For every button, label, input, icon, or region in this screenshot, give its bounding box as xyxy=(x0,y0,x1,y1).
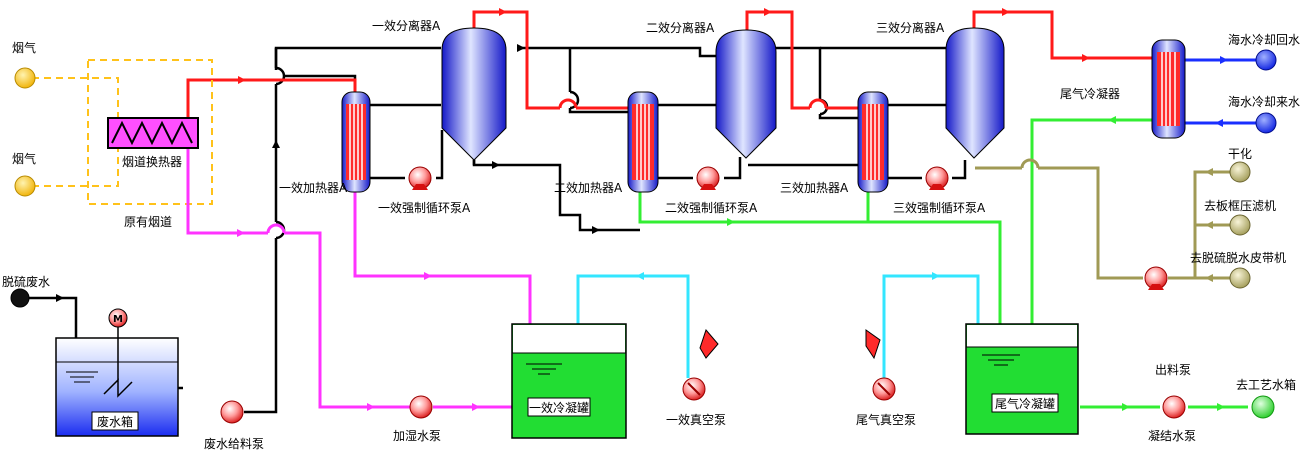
condensate-lines xyxy=(638,118,1248,409)
condensate-pump-label: 凝结水泵 xyxy=(1148,428,1196,443)
waste-feed-pump[interactable]: 废水给料泵 xyxy=(204,400,264,451)
filter-press-label: 去板框压滤机 xyxy=(1204,199,1276,213)
belt-filter-label: 去脱硫脱水皮带机 xyxy=(1190,250,1286,265)
flue-gas-lines xyxy=(32,59,213,205)
seawater-return: 海水冷却回水 xyxy=(1228,32,1300,71)
vacuum-lines xyxy=(576,274,980,378)
motor-label: M xyxy=(113,314,123,325)
vac-pump-tail-label: 尾气真空泵 xyxy=(856,412,916,427)
vac-pump-1-label: 一效真空泵 xyxy=(666,412,726,427)
heater-3: 三效加热器A xyxy=(780,91,889,195)
flue-gas-in-label: 烟气 xyxy=(12,40,36,55)
heater-2-label: 二效加热器A xyxy=(554,180,623,195)
tail-condenser-label: 尾气冷凝器 xyxy=(1060,86,1120,101)
condensate-tank-1: 一效冷凝罐 xyxy=(511,323,627,439)
flue-gas-out: 烟气 xyxy=(12,151,36,197)
heater-3-label: 三效加热器A xyxy=(780,180,849,195)
filter-press-endpoint: 去板框压滤机 xyxy=(1204,199,1276,236)
circulation-pump-2[interactable]: 二效强制循环泵A xyxy=(665,166,758,215)
separator-1: 一效分离器A xyxy=(372,18,507,161)
flue-hx-label: 烟道换热器 xyxy=(122,155,182,169)
heater-2: 二效加热器A xyxy=(554,91,659,195)
to-process-water-label: 去工艺水箱 xyxy=(1236,377,1296,392)
tail-vacuum-pump[interactable]: 尾气真空泵 xyxy=(856,329,916,427)
separator-3: 三效分离器A xyxy=(876,20,1005,159)
waste-feed-pump-label: 废水给料泵 xyxy=(204,436,264,451)
tail-condensate-tank: 尾气冷凝罐 xyxy=(965,323,1079,435)
circ-pump-3-label: 三效强制循环泵A xyxy=(893,200,986,215)
to-process-water-endpoint: 去工艺水箱 xyxy=(1236,377,1296,419)
flue-gas-out-label: 烟气 xyxy=(12,151,36,166)
waste-tank-label: 废水箱 xyxy=(97,414,133,429)
tail-cond-tank-label: 尾气冷凝罐 xyxy=(995,396,1055,411)
circ-pump-2-label: 二效强制循环泵A xyxy=(665,200,758,215)
heater-1-label: 一效加热器A xyxy=(279,180,348,195)
heater-1: 一效加热器A xyxy=(279,91,371,195)
dry-label: 干化 xyxy=(1228,147,1252,161)
desulf-wastewater-label: 脱硫废水 xyxy=(2,274,50,289)
separator-1-label: 一效分离器A xyxy=(372,18,441,33)
cond-tank-1-label: 一效冷凝罐 xyxy=(529,400,589,415)
original-duct-label: 原有烟道 xyxy=(124,215,172,229)
circ-pump-1-label: 一效强制循环泵A xyxy=(378,200,471,215)
separator-2-label: 二效分离器A xyxy=(646,20,715,35)
condensate-pump[interactable]: 出料泵 凝结水泵 xyxy=(1148,363,1196,443)
seawater-supply: 海水冷却来水 xyxy=(1228,94,1300,134)
separator-2: 二效分离器A xyxy=(646,20,777,159)
flue-heat-exchanger: 烟道换热器 原有烟道 xyxy=(107,117,199,229)
discharge-pump-sludge[interactable] xyxy=(1144,266,1168,290)
seawater-supply-label: 海水冷却来水 xyxy=(1228,94,1300,109)
humidification-pump[interactable]: 加湿水泵 xyxy=(393,395,441,443)
flue-gas-in: 烟气 xyxy=(12,40,36,89)
humid-pump-label: 加湿水泵 xyxy=(393,428,441,443)
seawater-return-label: 海水冷却回水 xyxy=(1228,32,1300,47)
circulation-pump-1[interactable]: 一效强制循环泵A xyxy=(378,166,471,215)
drying-endpoint: 干化 xyxy=(1228,147,1252,183)
belt-filter-endpoint: 去脱硫脱水皮带机 xyxy=(1190,250,1286,289)
separator-3-label: 三效分离器A xyxy=(876,20,945,35)
seawater-lines xyxy=(1185,58,1258,125)
desulf-wastewater-source: 脱硫废水 xyxy=(2,274,50,308)
flow-arrows xyxy=(56,8,1228,411)
circulation-pump-3[interactable]: 三效强制循环泵A xyxy=(893,166,986,215)
vacuum-pump-1[interactable]: 一效真空泵 xyxy=(666,329,726,427)
discharge-pump-label: 出料泵 xyxy=(1155,363,1191,377)
tail-gas-condenser: 尾气冷凝器 xyxy=(1060,39,1186,139)
waste-water-tank: M 废水箱 xyxy=(55,308,179,437)
